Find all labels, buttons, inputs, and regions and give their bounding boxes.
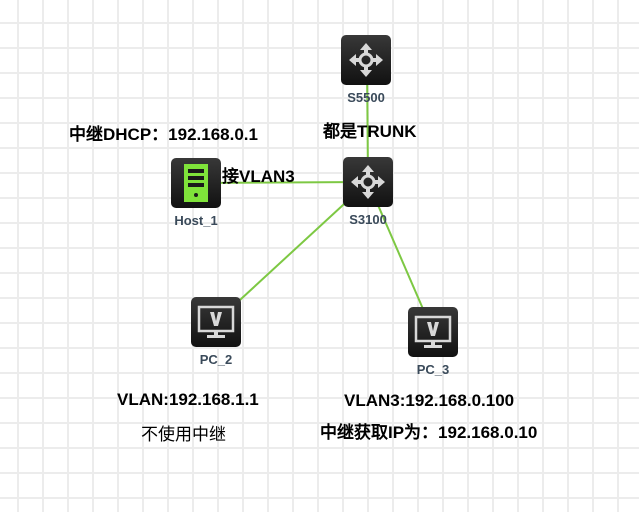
node-host-1[interactable]: Host_1	[171, 158, 221, 228]
annotation-pc3-vlan: VLAN3:192.168.0.100	[344, 391, 515, 410]
node-pc-2[interactable]: PC_2	[191, 297, 241, 367]
node-s3100[interactable]: S3100	[343, 157, 393, 227]
annotation-pc2-vlan: VLAN:192.168.1.1	[117, 390, 259, 409]
annotation-host-vlan: 接VLAN3	[222, 167, 295, 186]
switch-icon	[341, 35, 391, 85]
node-pc-3[interactable]: PC_3	[408, 307, 458, 377]
monitor-icon	[191, 297, 241, 347]
annotation-pc2-note: 不使用中继	[141, 425, 226, 444]
node-label: Host_1	[174, 213, 218, 228]
node-s5500[interactable]: S5500	[341, 35, 391, 105]
node-label: S5500	[347, 90, 385, 105]
switch-icon	[343, 157, 393, 207]
link-pc2-s3100[interactable]	[215, 181, 369, 323]
annotation-trunk: 都是TRUNK	[323, 122, 417, 141]
monitor-icon	[408, 307, 458, 357]
server-icon	[171, 158, 221, 208]
node-label: PC_2	[199, 352, 233, 367]
node-label: PC_3	[416, 362, 450, 377]
annotation-pc3-note: 中继获取IP为：192.168.0.10	[320, 423, 538, 442]
annotation-dhcp-relay: 中继DHCP：192.168.0.1	[69, 125, 258, 144]
node-label: S3100	[349, 212, 387, 227]
link-host1-s3100[interactable]	[195, 181, 369, 184]
